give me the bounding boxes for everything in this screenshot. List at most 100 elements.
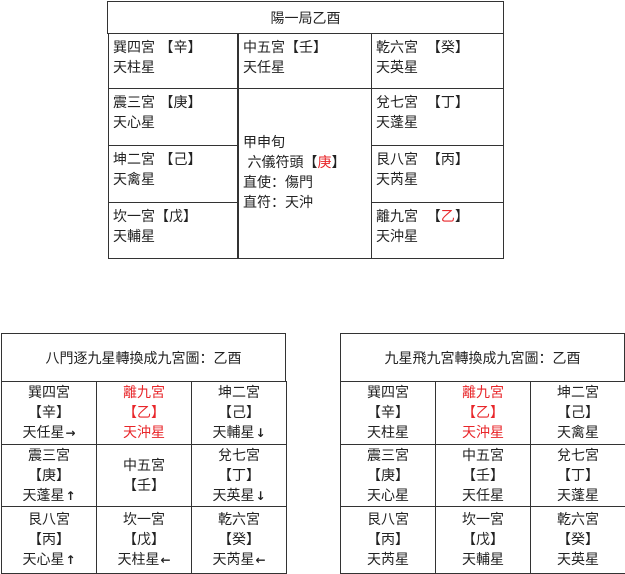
star-line: 天柱星 <box>341 423 435 443</box>
arrow-left-icon: ← <box>160 553 171 567</box>
stem-highlight: 乙 <box>440 209 455 225</box>
star-line: 天任星→ <box>2 423 96 443</box>
top-title-box: 陽一局乙酉 <box>107 1 504 34</box>
palace-name: 艮八宮 <box>367 512 409 528</box>
star-name: 天蓬星 <box>376 115 418 131</box>
star-name: 天任星 <box>462 487 504 504</box>
cell-kun2: 坤二宮 【己】 天禽星 <box>108 145 238 203</box>
star-name: 天芮星 <box>367 552 409 568</box>
stem: 【丁】 <box>218 467 260 484</box>
star-name: 天英星 <box>557 552 599 568</box>
star-name: 天任星 <box>22 425 65 441</box>
stem: 【乙】 <box>462 405 504 421</box>
stem: 【丙】 <box>426 152 469 168</box>
star-name: 天沖星 <box>123 425 165 441</box>
palace-name: 乾六宮 <box>557 512 599 528</box>
star-name: 天任星 <box>243 60 285 76</box>
star-name: 天沖星 <box>462 425 504 441</box>
star-name: 天心星 <box>367 487 409 504</box>
star-name: 天心星 <box>113 115 155 131</box>
star-name: 天英星 <box>212 487 255 504</box>
palace-name: 兌七宮 <box>218 447 260 464</box>
stem: 【癸】 <box>557 532 599 548</box>
palace-name: 中五宮 <box>462 447 504 464</box>
star-name: 天輔星 <box>113 229 155 245</box>
grid-cell: 震三宮【庚】天蓬星↑ <box>1 444 97 507</box>
cell-dui7: 兌七宮 【丁】 天蓬星 <box>371 88 504 146</box>
star-line: 天沖星 <box>436 423 530 443</box>
grid-cell: 坤二宮【己】天禽星 <box>530 381 625 445</box>
star-name: 天禽星 <box>557 425 599 441</box>
stem: 【丙】 <box>367 532 409 548</box>
star-name: 天輔星 <box>462 552 504 568</box>
right-grid-title-box: 九星飛九宮轉換成九宮圖：乙酉 <box>340 333 625 382</box>
star-name: 天英星 <box>376 60 418 76</box>
palace-name: 巽四宮 <box>367 385 409 401</box>
grid-cell: 離九宮【乙】天沖星 <box>96 381 192 445</box>
bracket-close: 】 <box>454 209 469 225</box>
stem: 【癸】 <box>218 532 260 548</box>
star-line: 天英星↓ <box>192 486 286 506</box>
palace-name: 坤二宮 <box>557 385 599 401</box>
star-name: 天柱星 <box>117 552 160 568</box>
palace-name: 兌七宮 <box>557 447 599 464</box>
grid-cell: 離九宮【乙】天沖星 <box>435 381 531 445</box>
cell-li9: 離九宮 【乙】 天沖星 <box>371 202 504 259</box>
star-line: 天任星 <box>436 486 530 506</box>
star-name: 天心星 <box>22 552 65 568</box>
grid-cell: 兌七宮【丁】天英星↓ <box>191 444 287 507</box>
star-line: 天芮星← <box>192 550 286 570</box>
star-name: 天沖星 <box>376 229 418 245</box>
cell-gen8: 艮八宮 【丙】 天芮星 <box>371 145 504 203</box>
stem: 【乙】 <box>123 405 165 421</box>
stem: 【己】 <box>218 405 260 421</box>
stem: 【丁】 <box>426 95 469 111</box>
palace-name: 艮八宮 <box>376 152 418 168</box>
palace-name: 離九宮 <box>462 385 504 401</box>
star-name: 天蓬星 <box>22 487 65 504</box>
stem: 【庚】 <box>28 467 70 484</box>
palace-name: 坤二宮 <box>218 385 260 401</box>
grid-cell: 坎一宮【戊】天柱星← <box>96 506 192 574</box>
star-name: 天芮星 <box>376 172 418 188</box>
grid-cell: 艮八宮【丙】天芮星 <box>340 506 436 574</box>
arrow-up-icon: ↑ <box>65 488 76 503</box>
cell-xun4: 巽四宮 【辛】 天柱星 <box>108 33 238 89</box>
center-info-cell: 甲申旬 六儀符頭【庚】 直使：傷門 直符：天沖 <box>238 88 372 259</box>
stem: 【戊】 <box>155 209 197 225</box>
arrow-down-icon: ↓ <box>255 426 266 440</box>
arrow-up-icon: ↑ <box>65 553 76 567</box>
stem: 【庚】 <box>159 95 202 111</box>
grid-cell: 坤二宮【己】天輔星↓ <box>191 381 287 445</box>
arrow-right-icon: → <box>65 426 76 440</box>
star-line: 天沖星 <box>97 423 191 443</box>
stem: 【丙】 <box>28 532 70 548</box>
star-name: 天輔星 <box>212 425 255 441</box>
cell-zhen3: 震三宮 【庚】 天心星 <box>108 88 238 146</box>
palace-name: 兌七宮 <box>376 95 418 111</box>
star-name: 天芮星 <box>212 552 255 568</box>
palace-name: 艮八宮 <box>28 512 70 528</box>
grid-cell: 中五宮【壬】 <box>96 444 192 507</box>
grid-cell: 乾六宮【癸】天英星 <box>530 506 625 574</box>
stem: 【壬】 <box>462 467 504 484</box>
star-line: 天輔星↓ <box>192 423 286 443</box>
stem: 【庚】 <box>367 467 409 484</box>
palace-name: 坤二宮 <box>113 152 155 168</box>
palace-name: 離九宮 <box>376 209 418 225</box>
zhi-shi: 直使：傷門 <box>243 175 313 191</box>
stem: 【壬】 <box>123 477 165 494</box>
palace-name: 坎一宮 <box>123 512 165 528</box>
star-name: 天禽星 <box>113 172 155 188</box>
star-name: 天柱星 <box>367 425 409 441</box>
palace-name: 乾六宮 <box>218 512 260 528</box>
stem: 【癸】 <box>426 40 469 56</box>
star-line: 天英星 <box>531 550 625 570</box>
stem: 【己】 <box>159 152 202 168</box>
star-line: 天柱星← <box>97 550 191 570</box>
star-line: 天芮星 <box>341 550 435 570</box>
star-line: 天蓬星 <box>531 486 625 506</box>
star-line: 天心星↑ <box>2 550 96 570</box>
grid-cell: 兌七宮【丁】天蓬星 <box>530 444 625 507</box>
stem: 【戊】 <box>123 532 165 548</box>
